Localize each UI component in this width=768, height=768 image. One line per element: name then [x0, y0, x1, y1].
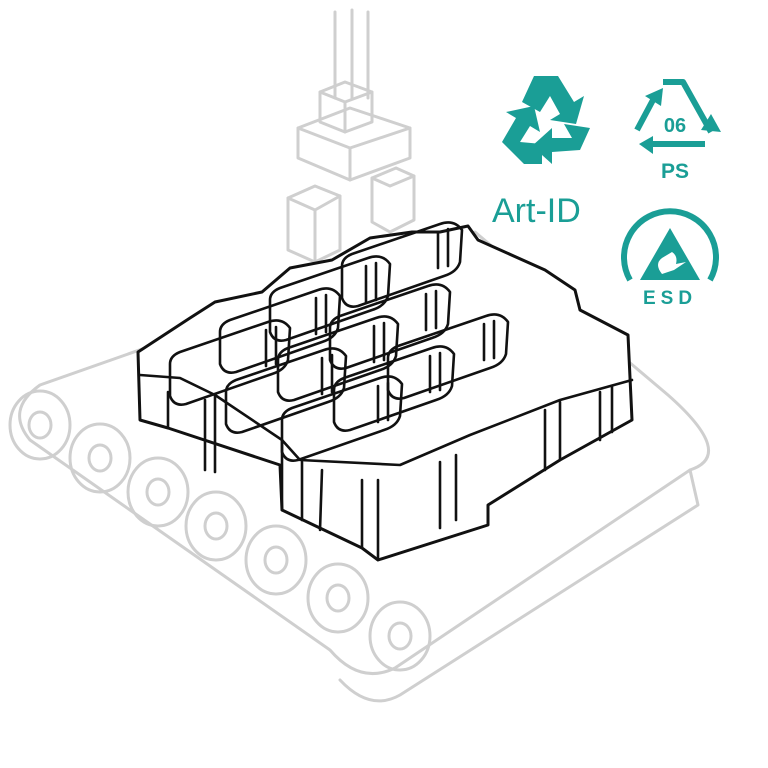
roller-hub — [325, 583, 351, 613]
roller — [8, 389, 72, 461]
roller — [126, 456, 190, 528]
tray-pocket — [268, 255, 392, 342]
tray-pocket — [328, 283, 452, 370]
tray-pocket — [168, 319, 292, 406]
roller-hub — [87, 443, 113, 473]
roller — [68, 422, 132, 494]
roller-hub — [145, 477, 171, 507]
tray-pocket — [276, 315, 400, 402]
tray-pocket — [340, 221, 464, 308]
pocket-rib — [436, 227, 450, 270]
roller — [244, 524, 308, 596]
roller — [306, 562, 370, 634]
pocket-rib — [364, 261, 378, 304]
tray-pocket — [218, 287, 342, 374]
tray-pockets — [168, 221, 510, 462]
tray-icon — [136, 221, 634, 562]
robot-gripper-icon — [286, 8, 416, 264]
roller-hub — [387, 621, 413, 651]
recycle-icon — [502, 76, 590, 164]
conveyor-rollers — [8, 389, 432, 672]
resin-code-number: 06 — [664, 115, 686, 137]
pocket-rib — [482, 319, 496, 362]
esd-icon: ESD — [621, 208, 719, 309]
tray-pocket — [224, 347, 348, 434]
roller-hub — [27, 410, 53, 440]
esd-label: ESD — [643, 288, 697, 309]
conveyor-belt-icon — [8, 230, 710, 703]
pocket-rib — [428, 351, 442, 394]
art-id-label: Art-ID — [492, 192, 581, 230]
tray-pocket — [386, 313, 510, 400]
roller-hub — [203, 511, 229, 541]
pocket-rib — [424, 289, 438, 332]
roller — [184, 490, 248, 562]
ps-resin-code-icon: 06 PS — [634, 79, 721, 183]
tray-pocket — [332, 345, 456, 432]
roller — [368, 600, 432, 672]
tray-pocket — [280, 375, 404, 462]
resin-name-label: PS — [661, 160, 689, 183]
roller-hub — [263, 545, 289, 575]
